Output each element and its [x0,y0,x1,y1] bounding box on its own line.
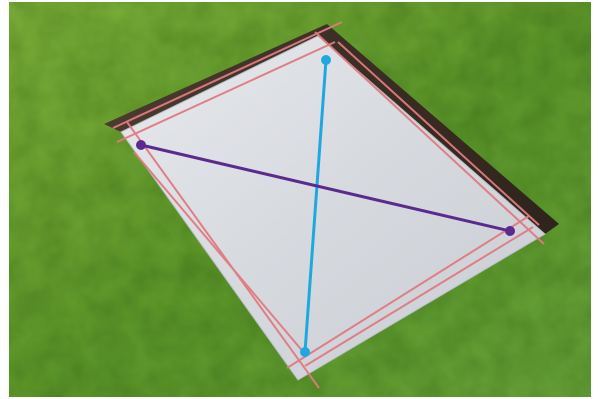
diagonal-a-start-handle[interactable] [321,55,331,65]
scene-canvas[interactable] [9,2,591,397]
diagonal-b-end-handle[interactable] [505,226,515,236]
diagonal-b-start-handle[interactable] [136,140,146,150]
3d-viewport[interactable] [9,2,591,397]
diagonal-a-end-handle[interactable] [300,347,310,357]
